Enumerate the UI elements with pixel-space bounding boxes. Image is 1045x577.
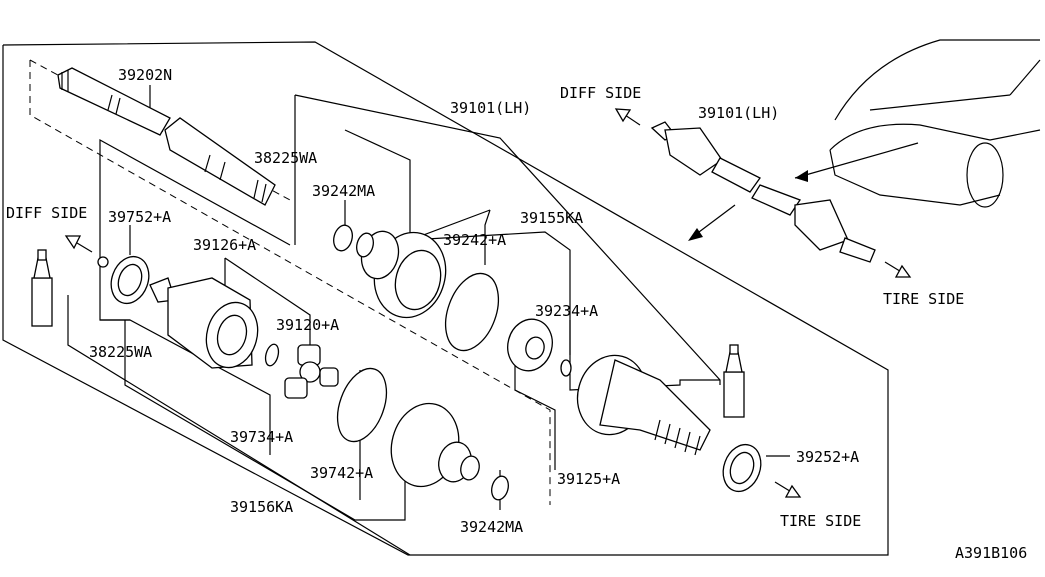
boot-band-small-top <box>333 224 353 252</box>
label-39120a: 39120+A <box>276 316 339 334</box>
o-ring-small <box>97 256 109 268</box>
vehicle-inset <box>794 39 1041 208</box>
leader-39155ka <box>409 231 720 391</box>
grease-tube-left <box>31 249 53 327</box>
label-39734a: 39734+A <box>230 428 293 446</box>
boot-band-39742 <box>336 367 388 443</box>
arrow-tire-side-bottom <box>774 481 802 498</box>
label-39242a: 39242+A <box>443 231 506 249</box>
diagram-frame <box>2 41 889 556</box>
snap-ring-39734 <box>264 343 280 367</box>
spider-assembly <box>284 344 339 399</box>
label-tire-side-top: TIRE SIDE <box>883 290 964 308</box>
leader-group-inner <box>344 129 491 241</box>
label-39752a: 39752+A <box>108 208 171 226</box>
label-39202n: 39202N <box>118 66 172 84</box>
boot-band-large <box>444 272 500 352</box>
label-tire-side-bottom: TIRE SIDE <box>780 512 861 530</box>
boot-inner <box>356 230 447 319</box>
label-38225wa-left: 38225WA <box>89 343 152 361</box>
label-39101lh-inset: 39101(LH) <box>698 104 779 122</box>
arrow-diff-side-top <box>614 108 641 126</box>
arrow-inset-down <box>688 204 736 241</box>
boot-band-small-bottom <box>491 475 509 501</box>
leader-39242a <box>484 209 491 265</box>
label-39242ma-bottom: 39242MA <box>460 518 523 536</box>
label-39234a: 39234+A <box>535 302 598 320</box>
leader-39101-main <box>294 94 721 385</box>
circlip-39234 <box>560 359 572 377</box>
label-39126a: 39126+A <box>193 236 256 254</box>
boot-outer <box>390 402 480 488</box>
label-diff-side-top: DIFF SIDE <box>560 84 641 102</box>
label-39156ka: 39156KA <box>230 498 293 516</box>
drive-shaft <box>57 67 276 206</box>
seal-39252 <box>722 443 762 493</box>
inner-race <box>507 318 553 372</box>
label-39125a: 39125+A <box>557 470 620 488</box>
label-39101lh-main: 39101(LH) <box>450 99 531 117</box>
leader-39125a <box>514 360 556 470</box>
seal-39752 <box>110 255 150 305</box>
inset-shaft <box>650 121 876 263</box>
shaft-subframe <box>29 60 551 505</box>
label-39252a: 39252+A <box>796 448 859 466</box>
arrow-diff-side-left <box>64 235 93 253</box>
grease-tube-right <box>723 344 745 418</box>
leader-39156ka <box>124 320 406 521</box>
label-39155ka: 39155KA <box>520 209 583 227</box>
label-39742a: 39742+A <box>310 464 373 482</box>
label-39242ma-top: 39242MA <box>312 182 375 200</box>
drawing-code: A391B106 <box>955 544 1027 562</box>
label-38225wa-top: 38225WA <box>254 149 317 167</box>
arrow-tire-side-top <box>884 261 912 278</box>
leader-39120 <box>224 257 311 345</box>
joint-housing <box>149 277 259 369</box>
outer-joint <box>576 354 711 456</box>
label-diff-side-left: DIFF SIDE <box>6 204 87 222</box>
